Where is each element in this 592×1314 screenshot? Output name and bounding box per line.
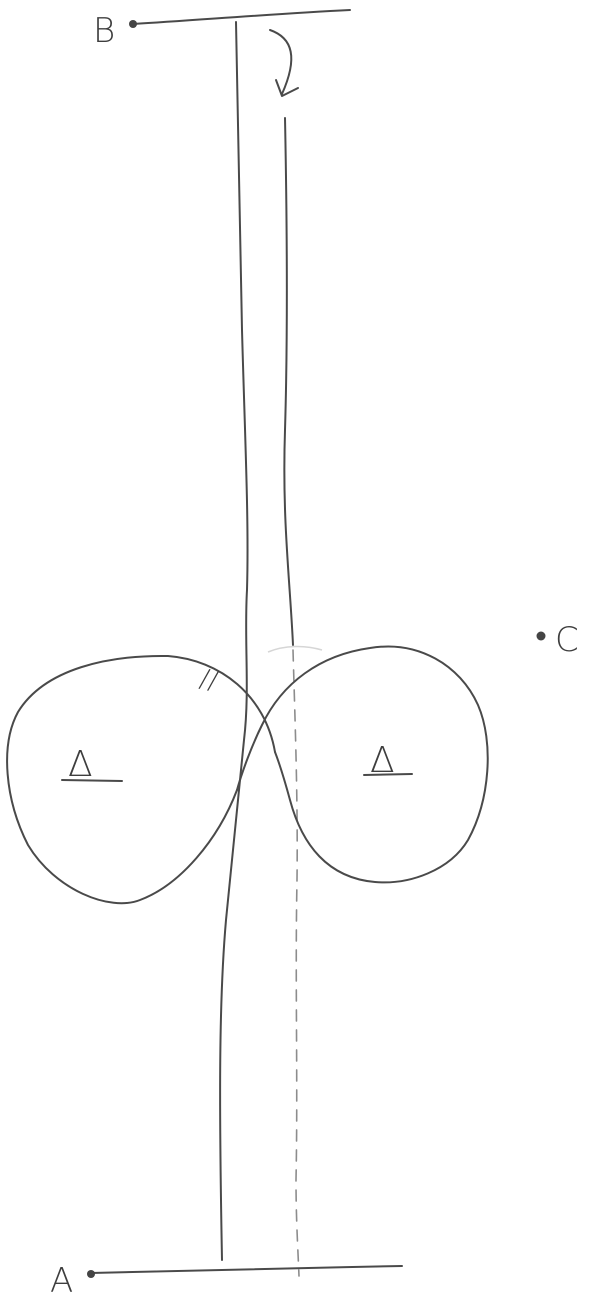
top-line-group: B: [93, 10, 350, 51]
right-triangle-underline: [364, 774, 412, 775]
rotation-arrow: [270, 30, 298, 96]
left-triangle-underline: [62, 780, 122, 781]
tick-mark: //: [197, 664, 221, 697]
right-loop: [237, 647, 488, 883]
point-c-dot: [537, 632, 546, 641]
point-c-group: C: [537, 620, 579, 660]
left-vertical-line: [220, 22, 247, 1260]
point-c-label: C: [555, 620, 579, 660]
point-b-label: B: [93, 11, 115, 51]
right-vertical-line: [284, 118, 293, 645]
top-line: [133, 10, 350, 24]
bottom-line: [91, 1266, 402, 1273]
left-triangle-symbol: Δ: [68, 744, 93, 785]
right-triangle-group: Δ: [364, 740, 412, 781]
dashed-vertical-line: [293, 650, 299, 1276]
left-loop: [7, 656, 275, 903]
point-a-dot: [87, 1270, 95, 1278]
rotation-arrow-curve: [270, 30, 291, 94]
left-triangle-group: Δ: [62, 744, 122, 785]
point-a-label: A: [50, 1261, 73, 1301]
bottom-line-group: A: [50, 1261, 402, 1301]
faint-arc: [268, 646, 322, 652]
point-b-dot: [129, 20, 137, 28]
